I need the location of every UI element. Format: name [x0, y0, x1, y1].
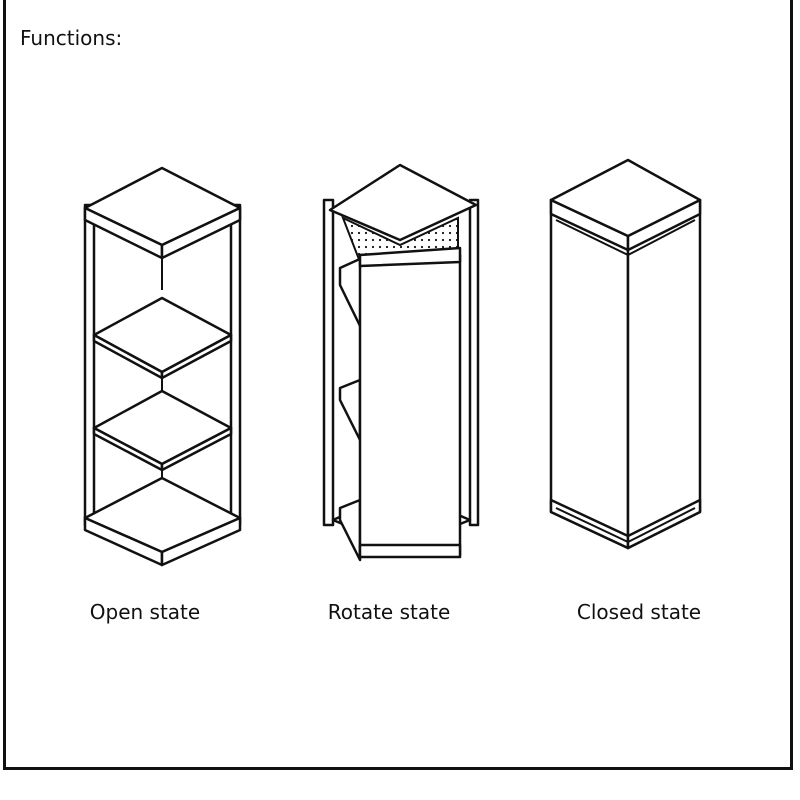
closed-left-face: [549, 198, 630, 550]
closed-top-panel: [549, 158, 702, 238]
functions-heading: Functions:: [20, 26, 123, 50]
open-state-label: Open state: [89, 600, 201, 624]
closed-right-face: [626, 198, 702, 550]
right-post: [229, 203, 242, 527]
rotate-left-post: [322, 198, 335, 527]
open-top-panel: [83, 166, 242, 247]
rotate-state-label: Rotate state: [327, 600, 451, 624]
open-shelf-2: [92, 389, 233, 466]
rotating-door-panel: [358, 253, 462, 557]
rotate-top-panel: [328, 163, 478, 242]
closed-state-cabinet: [549, 158, 702, 550]
open-shelf-1: [92, 296, 233, 374]
open-state-cabinet: [83, 166, 242, 567]
rotate-right-post: [468, 198, 480, 527]
closed-state-label: Closed state: [576, 600, 702, 624]
rotate-state-cabinet: [322, 163, 480, 562]
left-post: [83, 203, 96, 527]
